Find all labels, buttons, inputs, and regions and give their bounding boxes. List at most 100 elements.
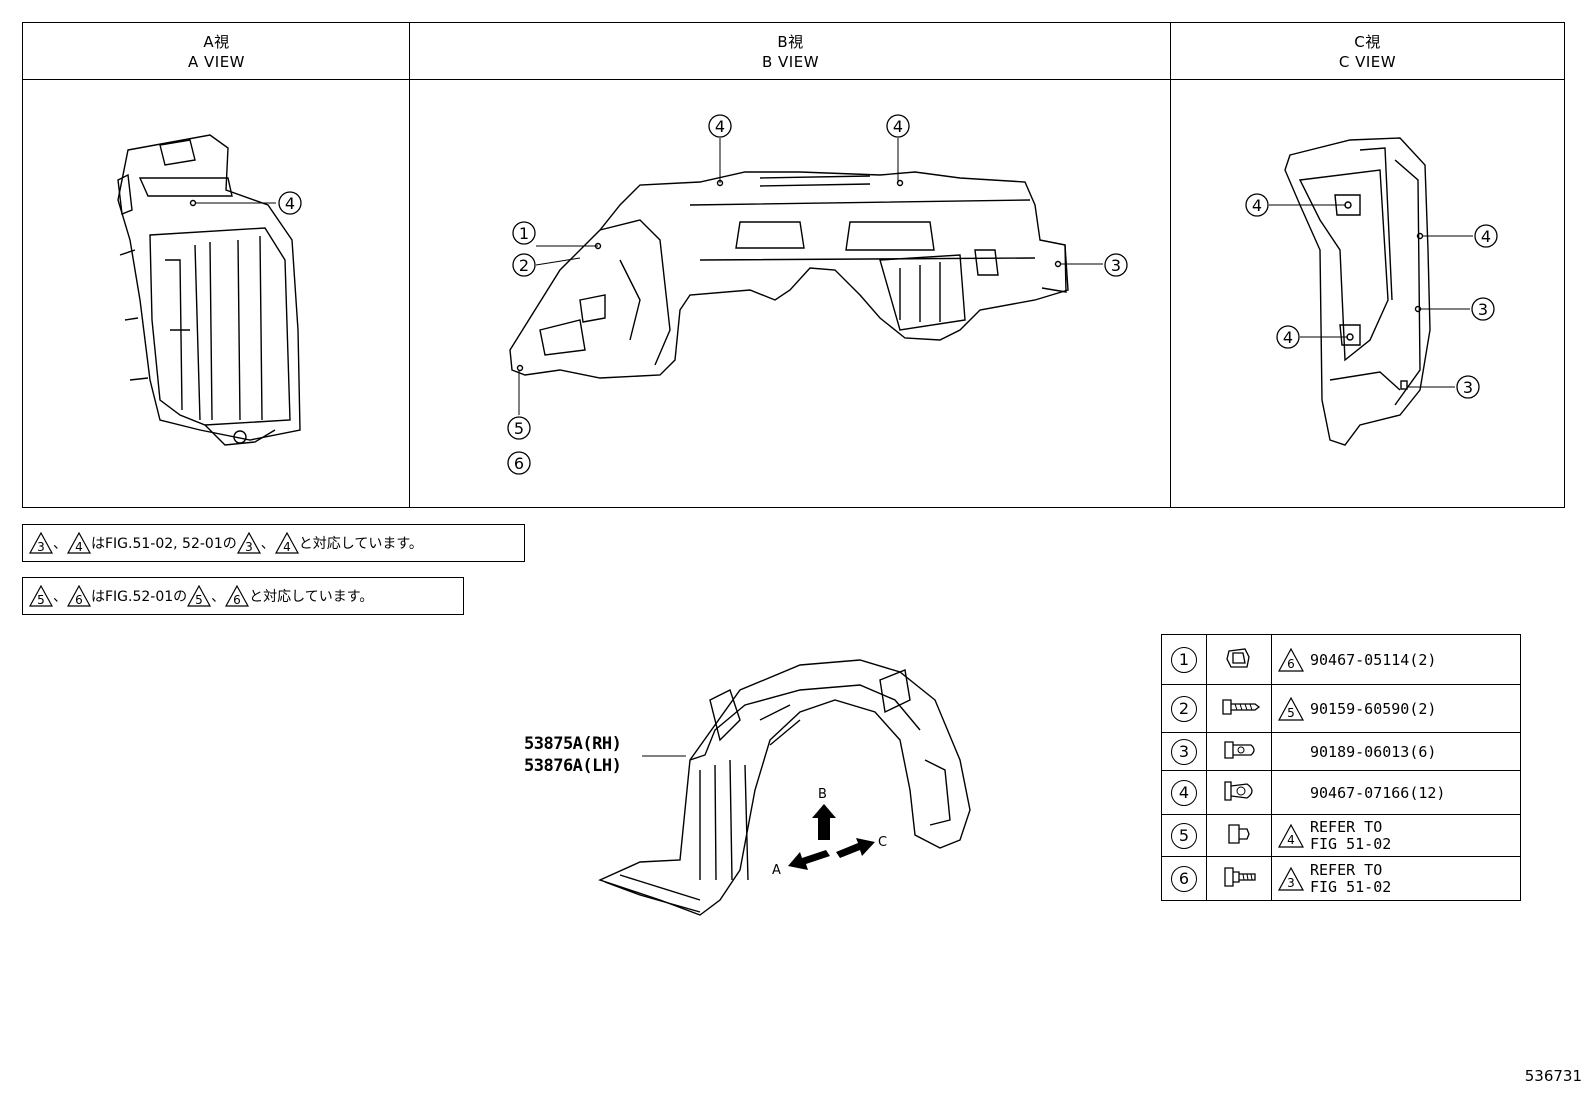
arrow-b-label: B (818, 787, 827, 802)
note-1-sep2: 、 (260, 536, 275, 552)
c-view-leaders (1269, 204, 1473, 388)
part-number-rh: 53875A(RH) (524, 734, 622, 754)
part-number-lh: 53876A(LH) (524, 756, 622, 776)
svg-text:5: 5 (1287, 706, 1295, 720)
triangle-icon: 4 (67, 532, 91, 554)
b-view-liner-drawing (509, 171, 1069, 379)
triangle-icon: 6 (225, 585, 250, 607)
direction-arrows (788, 804, 875, 870)
view-divider (1170, 23, 1171, 507)
part-number: 90159-60590(2) (1310, 699, 1437, 718)
grommet-icon (1224, 740, 1255, 759)
arrow-a-label: A (772, 863, 781, 878)
item-number: 2 (1171, 695, 1197, 722)
svg-text:3: 3 (1287, 876, 1295, 890)
triangle-icon: 3 (236, 532, 261, 554)
arrow-c-icon (836, 838, 875, 858)
fender-liner-drawing (598, 659, 971, 916)
svg-text:4: 4 (715, 117, 725, 136)
table-row: 1 6 90467-05114(2) (1161, 634, 1521, 685)
item-number: 3 (1171, 738, 1197, 765)
svg-text:4: 4 (1481, 227, 1491, 246)
svg-text:5: 5 (195, 593, 203, 607)
triangle-icon: 3 (1278, 866, 1304, 891)
a-view-title-jp: A視 (203, 33, 230, 51)
svg-text:6: 6 (75, 593, 83, 607)
svg-text:1: 1 (519, 224, 529, 243)
triangle-icon: 6 (67, 585, 91, 607)
svg-text:5: 5 (514, 419, 524, 438)
bolt-icon (1224, 866, 1256, 887)
svg-text:4: 4 (1287, 833, 1295, 847)
table-row: 2 5 90159-60590(2) (1161, 684, 1521, 733)
callout-a-4: 4 (278, 191, 302, 215)
arrow-a-icon (788, 850, 830, 870)
svg-text:3: 3 (1111, 256, 1121, 275)
callout-b-5: 5 (507, 416, 531, 440)
refer-text: REFER TO (1310, 817, 1383, 836)
clip-nut-icon (1226, 647, 1250, 668)
triangle-icon: 4 (274, 532, 299, 554)
callout-b-6: 6 (507, 451, 531, 475)
rivet-clip-icon (1228, 823, 1250, 844)
views-panel: A視 A VIEW B視 B VIEW C視 C VIEW (22, 22, 1565, 508)
note-1-mid: はFIG.51-02, 52-01の (91, 536, 237, 552)
svg-text:4: 4 (1283, 328, 1293, 347)
callout-b-4a: 4 (708, 114, 732, 138)
screw-icon (1222, 698, 1261, 715)
note-1-sep: 、 (53, 536, 67, 552)
svg-text:6: 6 (1287, 657, 1295, 671)
callout-b-3: 3 (1104, 253, 1128, 277)
triangle-icon: 5 (187, 585, 212, 607)
table-row: 3 90189-06013(6) (1161, 732, 1521, 771)
svg-text:6: 6 (514, 454, 524, 473)
svg-text:3: 3 (245, 540, 253, 554)
part-number: 90467-05114(2) (1310, 650, 1437, 669)
refer-text: REFER TO (1310, 860, 1383, 879)
c-view-panel: C視 C VIEW (1171, 23, 1564, 507)
b-view-panel: B視 B VIEW (410, 23, 1171, 507)
item-number: 6 (1171, 865, 1197, 892)
callout-c-4a: 4 (1245, 193, 1269, 217)
note-2-sep: 、 (53, 589, 67, 605)
callout-c-4c: 4 (1276, 325, 1300, 349)
svg-text:4: 4 (283, 540, 291, 554)
note-2-mid: はFIG.52-01の (91, 589, 188, 605)
arrow-b-icon (812, 804, 836, 840)
svg-text:4: 4 (285, 194, 295, 213)
svg-text:3: 3 (1463, 378, 1473, 397)
triangle-icon: 5 (1278, 696, 1304, 721)
triangle-icon: 3 (29, 532, 53, 554)
a-view-header: A視 A VIEW (23, 23, 410, 80)
c-view-title-jp: C視 (1354, 33, 1381, 51)
svg-text:4: 4 (1252, 196, 1262, 215)
callout-c-3b: 3 (1456, 375, 1480, 399)
svg-text:6: 6 (233, 593, 241, 607)
a-view-panel: A視 A VIEW (23, 23, 410, 507)
c-view-liner-drawing (1284, 137, 1431, 446)
a-view-liner-drawing (117, 134, 301, 446)
a-view-title-en: A VIEW (187, 53, 246, 71)
part-number: 90189-06013(6) (1310, 742, 1437, 761)
triangle-icon: 5 (29, 585, 53, 607)
note-2: 5 、 6 はFIG.52-01の 5 、 6 と対応しています。 (22, 577, 464, 615)
b-view-title-jp: B視 (777, 33, 804, 51)
svg-text:2: 2 (519, 256, 529, 275)
callout-c-3a: 3 (1471, 297, 1495, 321)
view-divider (409, 23, 410, 507)
item-number: 4 (1171, 779, 1197, 806)
item-number: 5 (1171, 822, 1197, 849)
triangle-icon: 4 (1278, 823, 1304, 848)
callout-b-2: 2 (512, 253, 536, 277)
svg-text:4: 4 (893, 117, 903, 136)
c-view-title-en: C VIEW (1338, 53, 1397, 71)
callout-b-1: 1 (512, 221, 536, 245)
refer-fig: FIG 51-02 (1310, 877, 1392, 896)
note-2-end: と対応しています。 (249, 589, 374, 605)
item-number: 1 (1171, 646, 1197, 673)
svg-text:3: 3 (1478, 300, 1488, 319)
b-view-leaders (518, 138, 1103, 415)
